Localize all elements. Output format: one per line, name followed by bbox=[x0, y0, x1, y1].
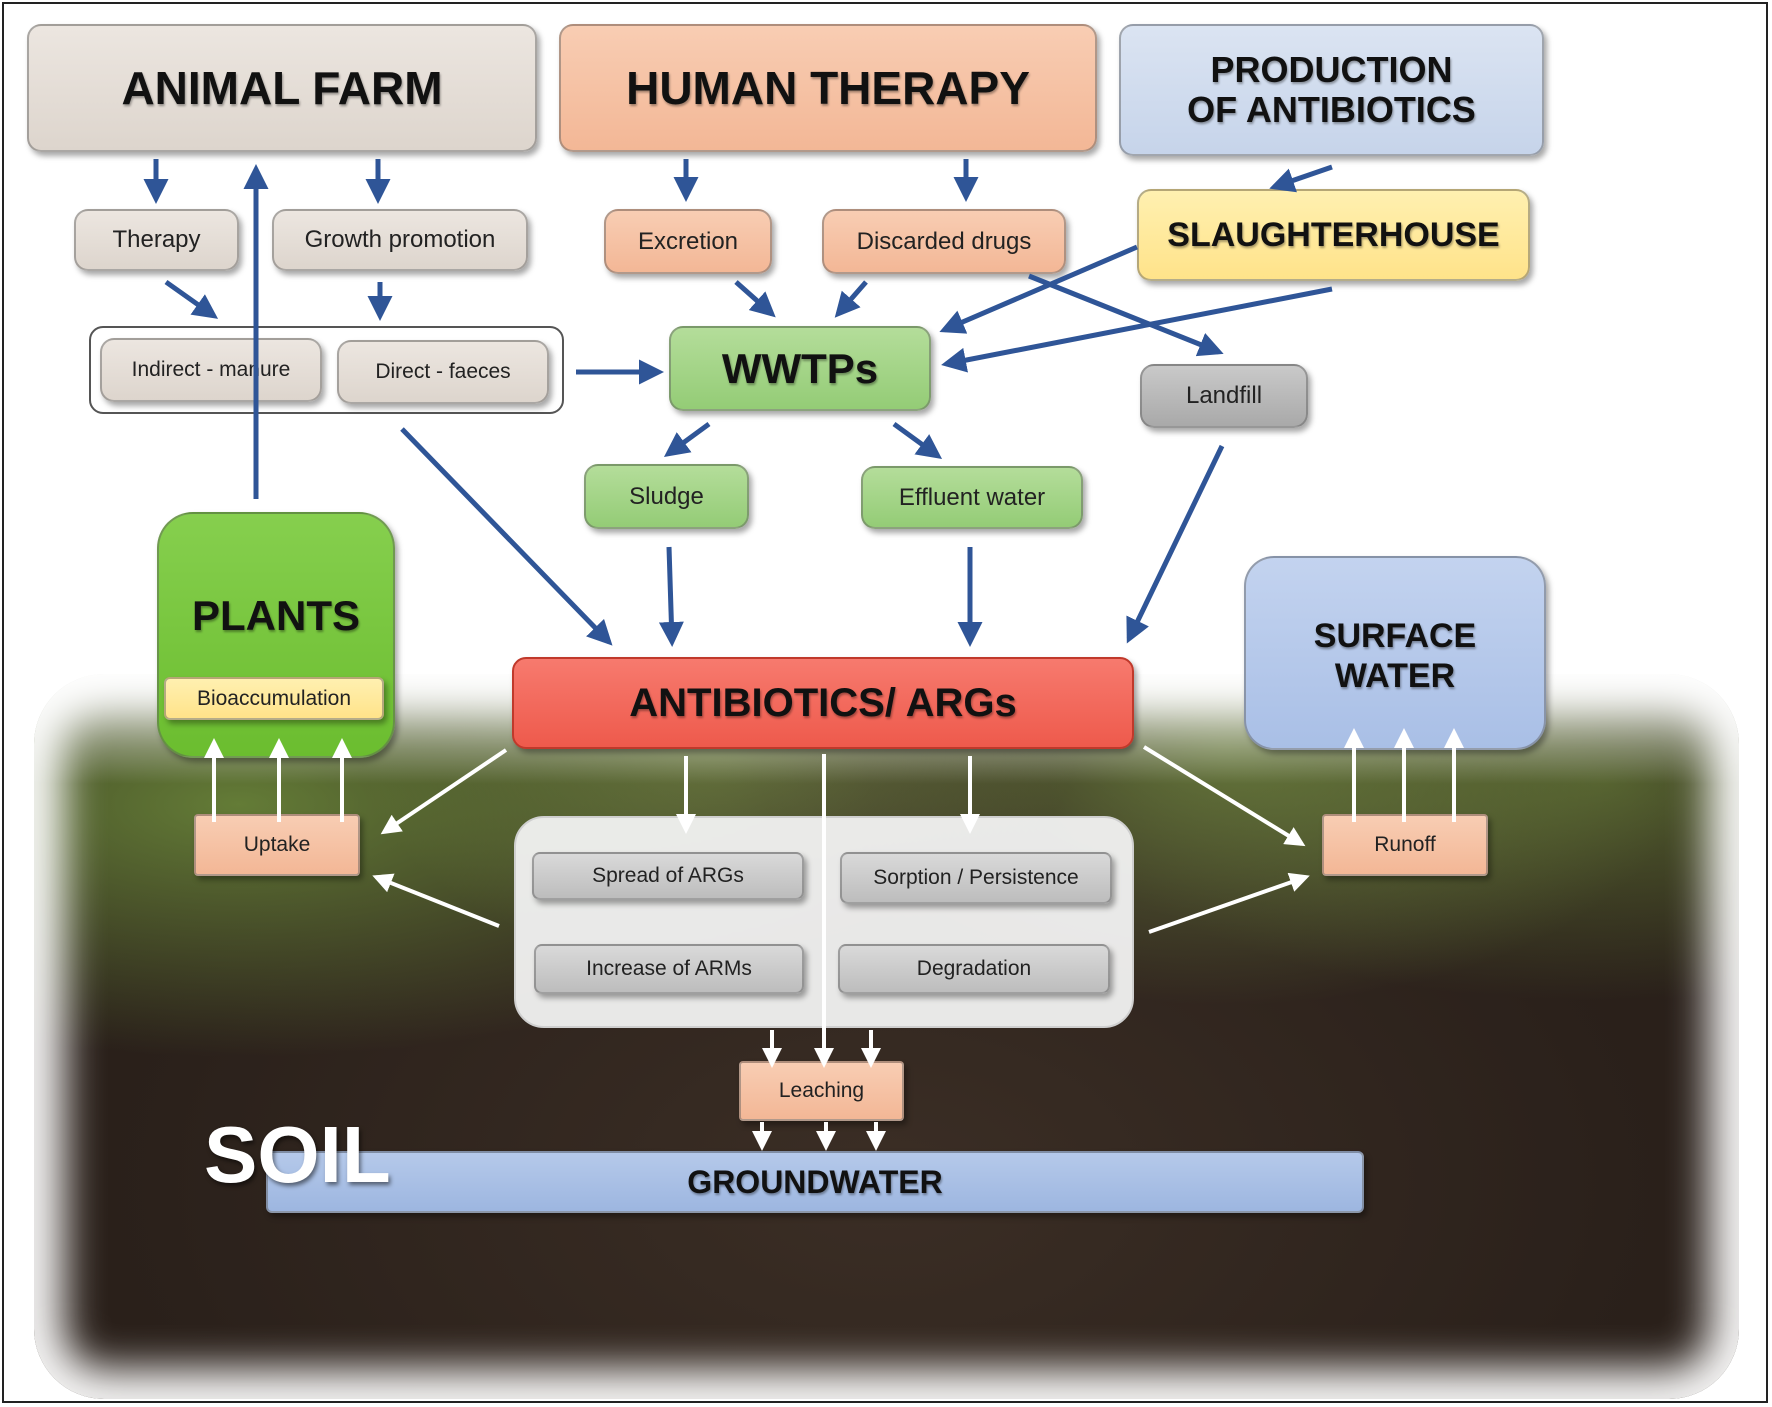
growth-promotion-box: Growth promotion bbox=[272, 209, 528, 271]
arrow-antibiotics-to-uptake bbox=[380, 748, 508, 835]
arrow-processes-to-uptake bbox=[372, 873, 500, 928]
discarded-drugs-label: Discarded drugs bbox=[856, 227, 1032, 255]
human-therapy-label: HUMAN THERAPY bbox=[626, 62, 1030, 114]
animal-farm-label: ANIMAL FARM bbox=[121, 62, 443, 114]
uptake-label: Uptake bbox=[243, 833, 311, 856]
arrow-production-to-slaughterhouse bbox=[1269, 164, 1333, 193]
growth-promotion-label: Growth promotion bbox=[304, 226, 496, 253]
human-therapy-box: HUMAN THERAPY bbox=[559, 24, 1097, 152]
groundwater-label: GROUNDWATER bbox=[687, 1163, 943, 1200]
arrow-processes-to-runoff bbox=[1148, 872, 1310, 934]
arrow-slaughterhouse-to-wwtps-1 bbox=[939, 244, 1138, 334]
animal-farm-box: ANIMAL FARM bbox=[27, 24, 537, 152]
arrow-antibiotics-to-runoff bbox=[1142, 745, 1306, 847]
sorption-persistence-box: Sorption / Persistence bbox=[840, 852, 1112, 904]
spread-of-args-label: Spread of ARGs bbox=[592, 864, 744, 887]
arrow-landfill-to-antibiotics bbox=[1126, 444, 1225, 644]
discarded-drugs-box: Discarded drugs bbox=[822, 209, 1066, 274]
increase-of-arms-box: Increase of ARMs bbox=[534, 944, 804, 994]
arrow-faeces-to-antibiotics bbox=[400, 427, 613, 646]
arrow-sludge-to-antibiotics bbox=[658, 546, 684, 647]
sludge-box: Sludge bbox=[584, 464, 749, 529]
arrow-therapy-to-manure bbox=[164, 279, 219, 319]
antibiotics-args-box: ANTIBIOTICS/ ARGs bbox=[512, 657, 1134, 749]
excretion-label: Excretion bbox=[637, 227, 739, 255]
slaughterhouse-label: SLAUGHTERHOUSE bbox=[1167, 215, 1500, 254]
arrow-wwtps-to-effluent bbox=[892, 421, 943, 459]
surface-water-box: SURFACE WATER bbox=[1244, 556, 1546, 750]
arrow-discarded-to-wwtps bbox=[834, 280, 868, 318]
increase-of-arms-label: Increase of ARMs bbox=[586, 957, 752, 980]
wwtps-box: WWTPs bbox=[669, 326, 931, 411]
therapy-box: Therapy bbox=[74, 209, 239, 271]
indirect-manure-label: Indirect - manure bbox=[131, 358, 291, 381]
therapy-label: Therapy bbox=[112, 226, 201, 253]
runoff-label: Runoff bbox=[1374, 833, 1436, 856]
excretion-box: Excretion bbox=[604, 209, 772, 274]
leaching-label: Leaching bbox=[778, 1079, 865, 1102]
runoff-box: Runoff bbox=[1322, 814, 1488, 876]
arrow-discarded-to-landfill bbox=[1028, 273, 1224, 357]
leaching-box: Leaching bbox=[739, 1061, 904, 1121]
antibiotics-args-label: ANTIBIOTICS/ ARGs bbox=[629, 680, 1017, 725]
bioaccumulation-label: Bioaccumulation bbox=[196, 686, 352, 710]
landfill-label: Landfill bbox=[1185, 382, 1263, 409]
effluent-water-label: Effluent water bbox=[898, 483, 1046, 511]
direct-faeces-label: Direct - faeces bbox=[375, 360, 511, 383]
arrow-wwtps-to-sludge bbox=[663, 421, 711, 457]
production-of-antibiotics-box: PRODUCTION OF ANTIBIOTICS bbox=[1119, 24, 1544, 156]
indirect-manure-box: Indirect - manure bbox=[100, 338, 322, 402]
wwtps-label: WWTPs bbox=[721, 344, 879, 392]
arrow-excretion-to-wwtps bbox=[734, 280, 776, 318]
spread-of-args-box: Spread of ARGs bbox=[532, 852, 804, 900]
sludge-label: Sludge bbox=[629, 482, 704, 510]
uptake-box: Uptake bbox=[194, 814, 360, 876]
effluent-water-box: Effluent water bbox=[861, 466, 1083, 529]
surface-water-label: SURFACE WATER bbox=[1313, 617, 1477, 695]
bioaccumulation-box: Bioaccumulation bbox=[164, 677, 384, 720]
groundwater-box: GROUNDWATER bbox=[266, 1151, 1364, 1213]
direct-faeces-box: Direct - faeces bbox=[337, 340, 549, 404]
soil-label: SOIL bbox=[204, 1110, 391, 1199]
degradation-box: Degradation bbox=[838, 944, 1110, 994]
degradation-label: Degradation bbox=[916, 957, 1032, 980]
landfill-box: Landfill bbox=[1140, 364, 1308, 428]
arrow-slaughterhouse-to-wwtps-2 bbox=[941, 286, 1333, 373]
sorption-persistence-label: Sorption / Persistence bbox=[873, 866, 1079, 889]
slaughterhouse-box: SLAUGHTERHOUSE bbox=[1137, 189, 1530, 281]
production-of-antibiotics-label: PRODUCTION OF ANTIBIOTICS bbox=[1187, 49, 1476, 130]
plants-label: PLANTS bbox=[192, 592, 360, 639]
flow-arrows bbox=[143, 159, 1464, 1151]
